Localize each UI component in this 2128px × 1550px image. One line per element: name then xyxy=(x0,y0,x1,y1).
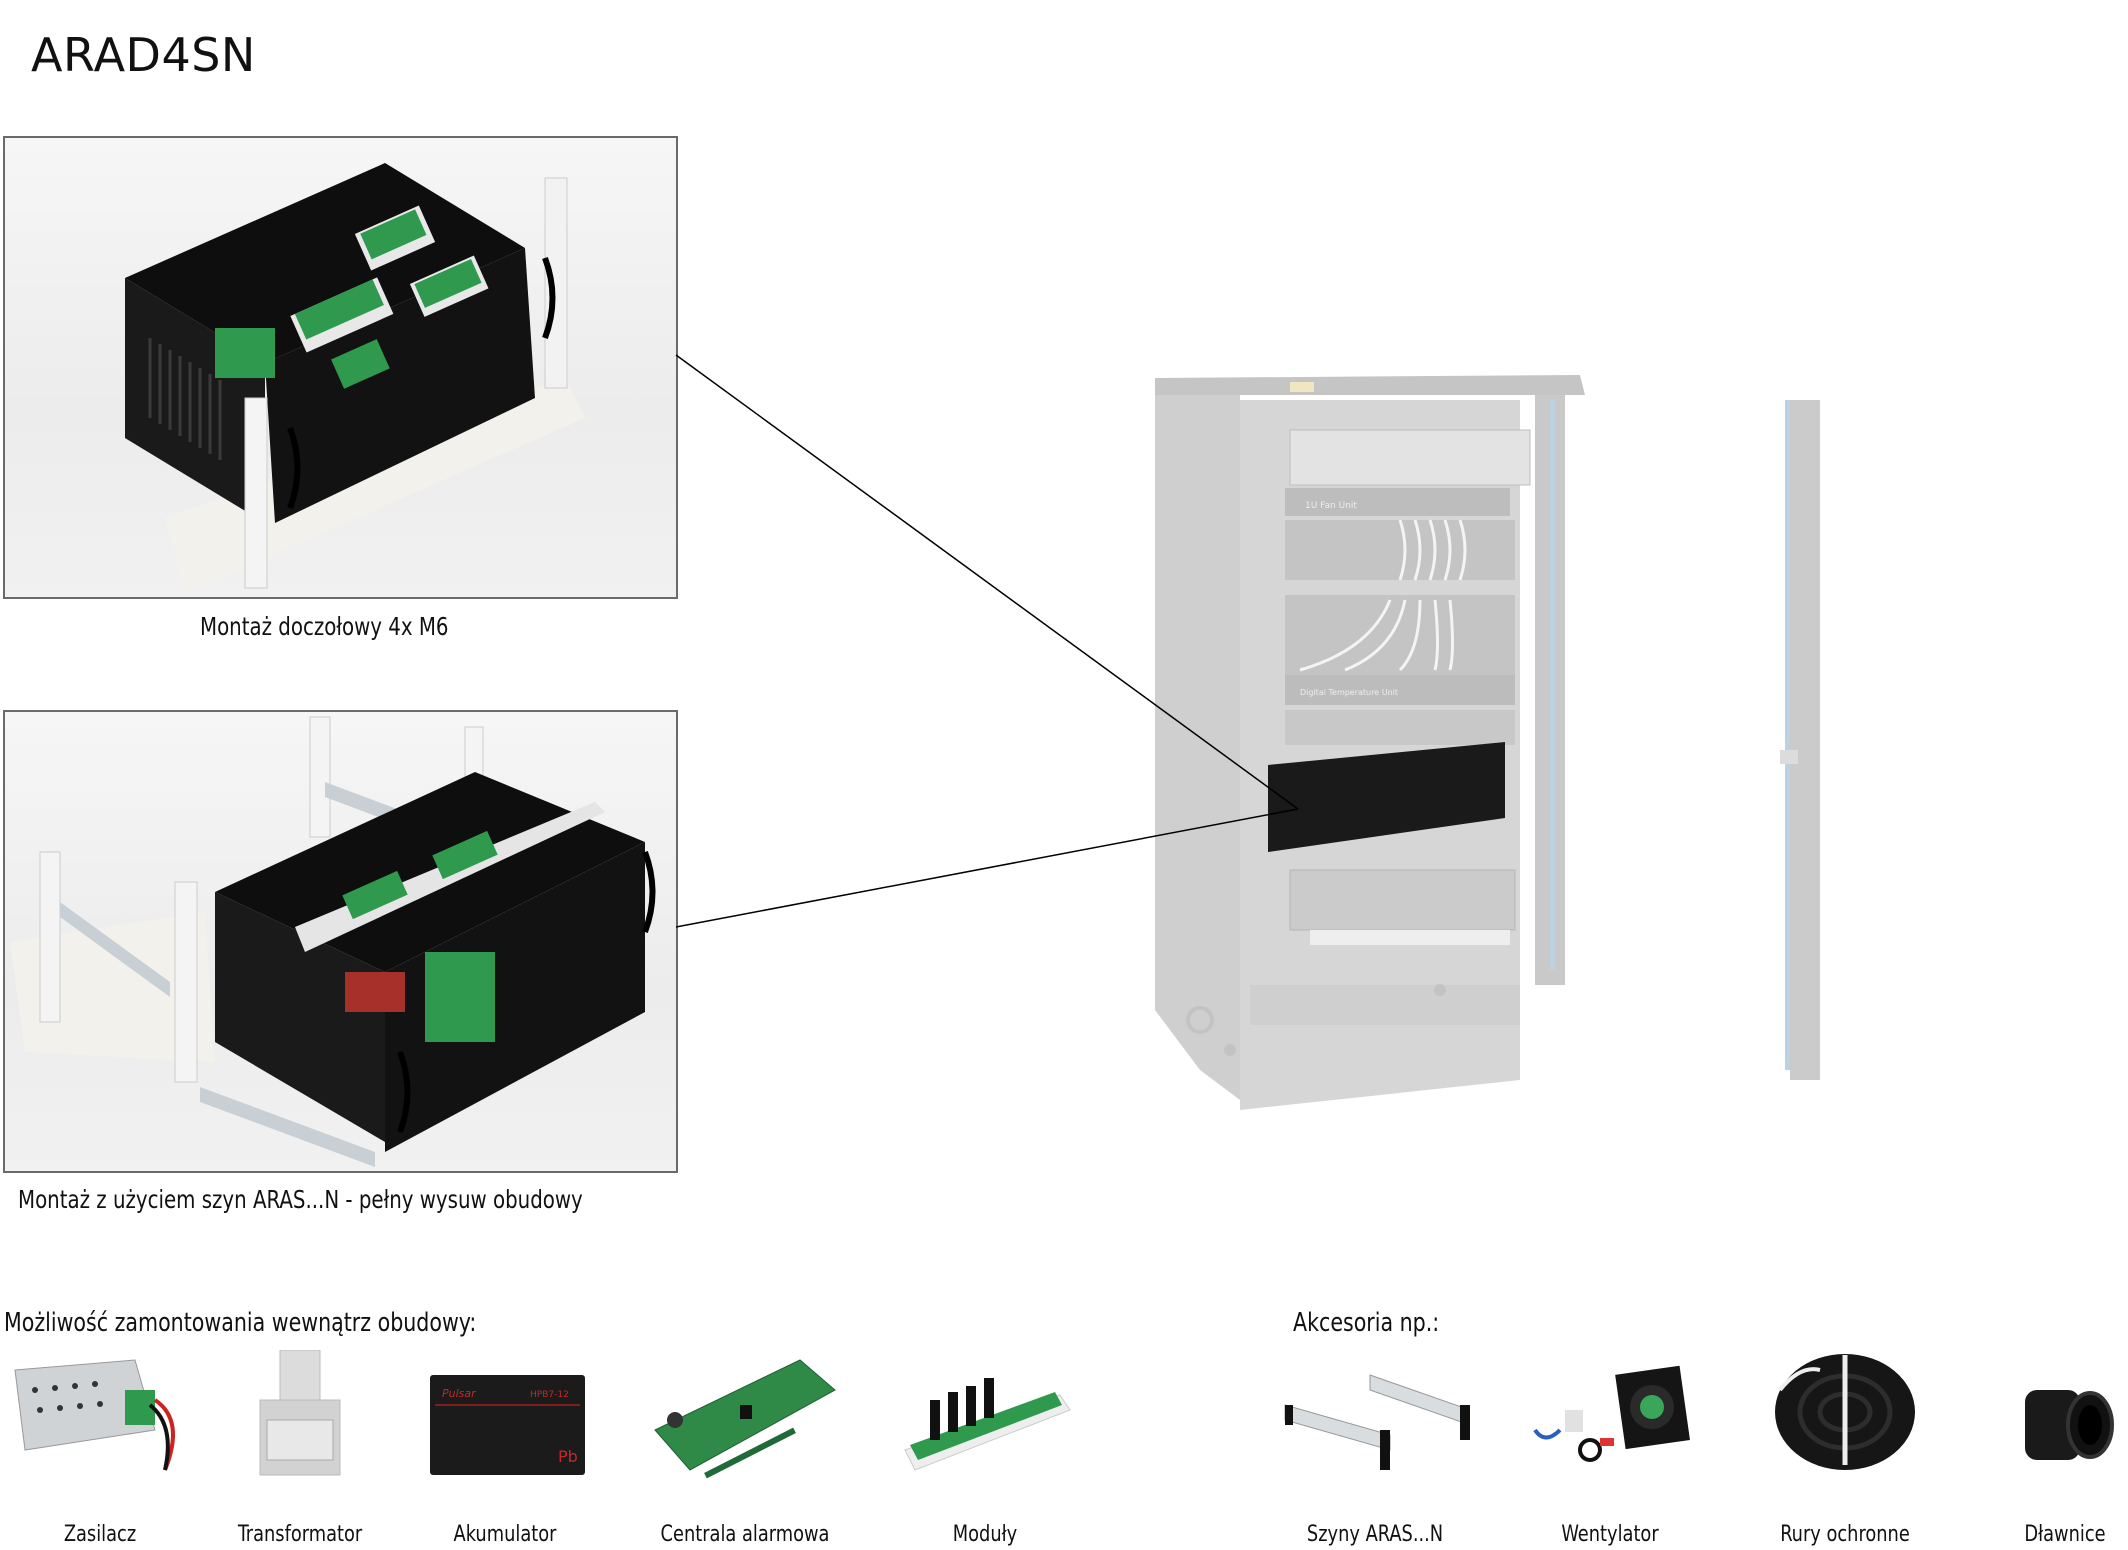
arad4sn-panel-in-rack xyxy=(1268,742,1505,852)
rack-rail xyxy=(309,716,331,838)
rack-cabinet-illustration: 1U Fan Unit Digital Temperature Unit xyxy=(1155,375,1820,1110)
brand-badge xyxy=(1290,382,1314,392)
door-glass-edge xyxy=(1785,400,1790,1070)
accessory-item-cable-gland: Dławnice xyxy=(1965,1350,2128,1550)
inside-item-battery: Pulsar HPB7-12 Pb Akumulator xyxy=(405,1350,605,1550)
rack-dinrail xyxy=(1310,930,1510,945)
enclosure-left-side xyxy=(215,892,385,1142)
handle-icon xyxy=(397,1050,411,1134)
inside-item-label: Moduły xyxy=(952,1522,1018,1547)
temperature-unit-label: Digital Temperature Unit xyxy=(1300,688,1398,697)
enclosure-front-mount-illustration xyxy=(125,163,585,593)
svg-text:Pulsar: Pulsar xyxy=(442,1387,477,1400)
rack-blank-panel xyxy=(1285,710,1515,745)
mount-base-plate xyxy=(10,912,215,1062)
pcb-module-board xyxy=(342,870,408,920)
rack-temperature-unit xyxy=(1285,675,1515,705)
battery-icon: Pulsar HPB7-12 Pb xyxy=(410,1350,600,1480)
handle-icon xyxy=(542,256,556,340)
psu-board xyxy=(215,328,275,378)
accessory-item-label: Szyny ARAS...N xyxy=(1306,1522,1444,1547)
enclosure-front-mount-photo xyxy=(3,136,678,599)
svg-text:HPB7-12: HPB7-12 xyxy=(530,1390,569,1400)
caster-wheel xyxy=(1186,1006,1214,1034)
rack-rail-right xyxy=(544,177,568,389)
enclosure-inside xyxy=(125,163,525,363)
pcb-module-board xyxy=(414,258,482,308)
pcb-module-board xyxy=(360,209,427,260)
rack-door-frame xyxy=(1790,400,1820,1080)
rail-mount-caption: Montaż z użyciem szyn ARAS...N - pełny w… xyxy=(18,1185,583,1214)
conduit-icon xyxy=(1750,1350,1940,1480)
pcb-module-board xyxy=(432,830,498,880)
page-title: ARAD4SN xyxy=(31,28,256,82)
svg-text:Pb: Pb xyxy=(558,1447,578,1466)
inside-section-heading: Możliwość zamontowania wewnątrz obudowy: xyxy=(4,1308,477,1338)
rack-side-panel xyxy=(1155,388,1240,1100)
slide-rail xyxy=(200,1087,375,1167)
accessory-item-fan: Wentylator xyxy=(1510,1350,1710,1550)
transformer-icon xyxy=(205,1350,395,1480)
accessory-item-conduit: Rury ochronne xyxy=(1745,1350,1945,1550)
rack-rail-left xyxy=(244,397,268,589)
rack-drawer xyxy=(1289,869,1516,931)
enclosure-rail-mount-illustration xyxy=(10,716,656,1167)
modules-icon xyxy=(890,1350,1080,1480)
inside-item-alarm-panel: Centrala alarmowa xyxy=(645,1350,845,1550)
fan-icon xyxy=(1515,1350,1705,1480)
accessory-item-label: Dławnice xyxy=(2024,1522,2106,1547)
enclosure-front-side xyxy=(265,248,535,523)
handle-icon xyxy=(642,850,656,934)
accessory-item-label: Wentylator xyxy=(1561,1522,1659,1547)
door-handle[interactable] xyxy=(1780,750,1798,764)
rack-cabinet-photo: 1U Fan Unit Digital Temperature Unit xyxy=(1140,370,1860,1170)
patch-cables xyxy=(1398,519,1467,581)
enclosure-rail-mount-photo xyxy=(3,710,678,1173)
pcb-module-board xyxy=(294,279,384,340)
inside-item-power-supply: Zasilacz xyxy=(0,1350,200,1550)
inside-item-modules: Moduły xyxy=(885,1350,1085,1550)
inside-item-transformer: Transformator xyxy=(200,1350,400,1550)
alarm-board xyxy=(425,952,495,1042)
alarm-panel-icon xyxy=(650,1350,840,1480)
accessories-section-heading: Akcesoria np.: xyxy=(1293,1308,1440,1338)
power-supply-icon xyxy=(5,1350,195,1480)
accessory-item-label: Rury ochronne xyxy=(1780,1522,1910,1547)
enclosure-left-side xyxy=(125,278,265,523)
rack-rail xyxy=(39,851,61,1023)
inside-item-label: Centrala alarmowa xyxy=(660,1522,830,1547)
rack-fan-unit xyxy=(1285,488,1510,516)
leveling-foot xyxy=(1224,1044,1236,1056)
battery xyxy=(345,972,405,1012)
inside-item-label: Zasilacz xyxy=(63,1522,137,1547)
front-mount-caption: Montaż doczołowy 4x M6 xyxy=(200,612,449,641)
hinged-mounting-plate xyxy=(295,802,605,952)
patch-cables xyxy=(1299,599,1454,672)
rack-breaker-panel xyxy=(1289,429,1531,486)
cable-gland-icon xyxy=(1970,1350,2128,1480)
leveling-foot xyxy=(1434,984,1446,996)
accessory-item-rails: Szyny ARAS...N xyxy=(1275,1350,1475,1550)
fan-unit-label: 1U Fan Unit xyxy=(1305,501,1357,511)
inside-item-label: Transformator xyxy=(237,1522,363,1547)
handle-icon xyxy=(287,426,301,510)
enclosure-front-side xyxy=(385,842,645,1152)
door-glass-edge xyxy=(1550,400,1555,970)
inside-item-label: Akumulator xyxy=(453,1522,557,1547)
rack-plinth xyxy=(1250,985,1520,1025)
slide-rail xyxy=(60,902,170,997)
rails-icon xyxy=(1280,1350,1470,1480)
rack-patch-panel xyxy=(1285,520,1515,580)
mount-base-plate xyxy=(165,378,585,593)
pcb-module-board xyxy=(331,339,390,389)
rack-rail xyxy=(174,881,198,1083)
rack-top xyxy=(1155,375,1585,395)
